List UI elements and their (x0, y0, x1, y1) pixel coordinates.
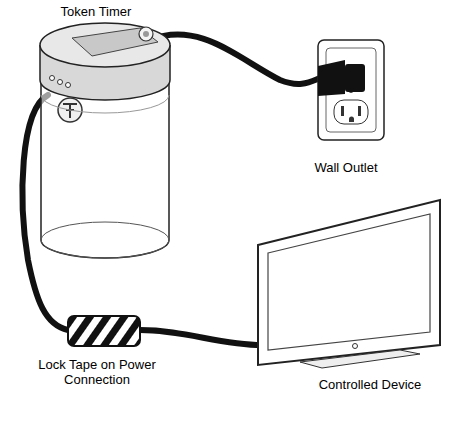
lock-tape (68, 316, 140, 346)
device-label: Wall Outlet (291, 160, 401, 175)
token-timer (40, 23, 170, 258)
controlled-device (258, 200, 440, 368)
power-cord (140, 330, 262, 345)
device-label: Controlled Device (300, 377, 440, 392)
wall-outlet (318, 40, 384, 140)
power-cord (150, 35, 320, 84)
device-label: Lock Tape on Power Connection (32, 357, 162, 387)
device-label: Token Timer (41, 4, 151, 19)
